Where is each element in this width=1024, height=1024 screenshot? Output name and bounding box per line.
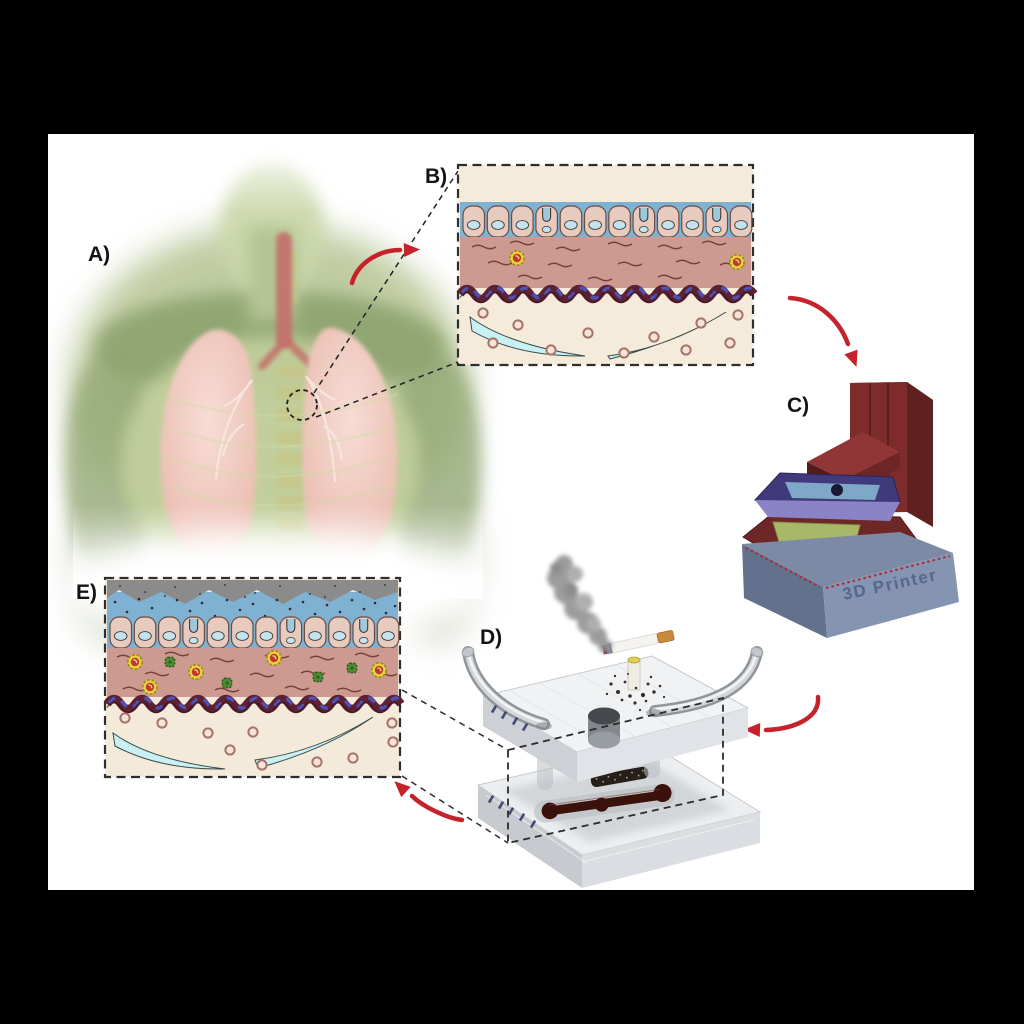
membrane-bar (590, 766, 649, 788)
submucosa (469, 307, 744, 360)
panel-e-label: E) (76, 581, 97, 604)
submucosa-exposed (112, 712, 399, 771)
zoom-leader-bottom (315, 361, 459, 418)
red-dotted-trim (745, 547, 951, 589)
smoke-deposit-specks (119, 584, 386, 598)
trachea (276, 232, 292, 348)
left-lung (160, 329, 256, 559)
arrow-c-to-d (743, 694, 821, 737)
base-right-face (823, 553, 959, 638)
bronchi-stubs (258, 338, 314, 370)
arrow-b-to-c (787, 295, 864, 370)
cigarette-filter (656, 630, 675, 644)
zoom-leader-top (313, 170, 459, 394)
immune-cell-yellow (508, 249, 526, 267)
cigarette-holder-port (627, 656, 641, 691)
capillary (112, 731, 226, 770)
bottom-slab-right-face (582, 812, 760, 888)
panel-d-chip (461, 646, 764, 888)
immune-cell-yellow (728, 253, 746, 271)
capillary (254, 716, 374, 769)
panel-d-label: D) (480, 626, 502, 649)
stroma-layer (460, 237, 751, 288)
arrow-d-to-e (389, 775, 465, 823)
chip-zoom-leader-top (401, 689, 509, 751)
panel-c-3d-printer: 3D Printer (742, 382, 959, 638)
figure-canvas: A) (48, 134, 974, 890)
chip-zoom-box (507, 696, 724, 845)
top-slab-left-face (483, 696, 577, 782)
ash-debris (605, 673, 666, 712)
printer-arm-top (807, 432, 900, 480)
panel-a-thorax-illustration: A) (58, 134, 488, 644)
slab-striping (485, 794, 755, 865)
right-lung (302, 327, 398, 560)
base-left-face (742, 544, 827, 638)
central-well (588, 707, 620, 749)
bronchial-tree (214, 375, 344, 483)
head-fade (188, 134, 368, 212)
panel-b-healthy-tissue (458, 163, 756, 367)
arrow-a-to-b (349, 242, 421, 286)
panel-c-label: C) (787, 394, 809, 417)
workflow-diagram: A) (58, 134, 959, 888)
chip-edge-label-marks (487, 705, 537, 829)
bottom-slab-left-face (478, 785, 582, 888)
chip-zoom-leader-bottom (401, 775, 509, 844)
top-slab-right-face (577, 708, 748, 782)
base-top (742, 532, 953, 587)
top-slab-texture (507, 663, 743, 779)
magnifier-circle (286, 389, 318, 421)
smoke-deposit-layer (107, 580, 398, 604)
cigarette (602, 630, 675, 655)
panel-b-label: B) (425, 165, 447, 188)
panel-a-label: A) (88, 243, 110, 266)
smoke-plume (547, 555, 612, 653)
vat-front (755, 500, 900, 521)
inlet-tube-left (461, 646, 552, 730)
outlet-tube-right (646, 646, 764, 717)
printer-tower-side (907, 382, 933, 527)
dogbone-channel (533, 783, 675, 823)
panel-e-exposed-tissue (105, 576, 403, 779)
printed-part (831, 484, 843, 496)
